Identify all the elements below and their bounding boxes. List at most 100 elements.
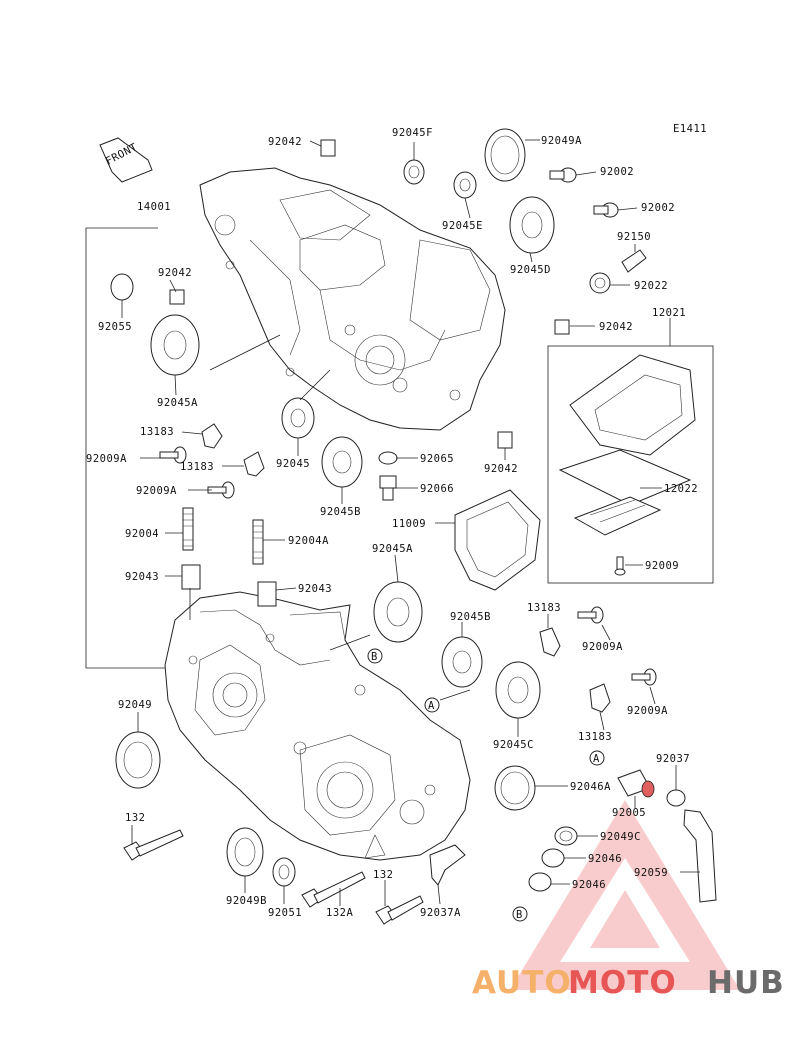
bearing-92045B-upper (321, 436, 363, 488)
bearing-92045C (495, 661, 541, 719)
bearing-92045A-upper (150, 314, 200, 376)
screw-92009A-c (577, 606, 604, 624)
clamp-92037A (429, 844, 466, 886)
seal-92049 (115, 731, 161, 789)
stud-92004A (252, 519, 264, 565)
screw-92002-b (593, 202, 619, 218)
gasket-11009 (454, 489, 541, 591)
plate-13183-b (243, 451, 265, 477)
label-92009A: 92009A (582, 641, 623, 653)
seal-92049C (554, 826, 578, 846)
label-92045D: 92045D (510, 264, 551, 276)
label-92042: 92042 (268, 136, 302, 148)
label-92045: 92045 (276, 458, 310, 470)
reed-valve-assembly (558, 354, 696, 536)
label-132: 132 (125, 812, 145, 824)
label-92037A: 92037A (420, 907, 461, 919)
label-92022: 92022 (634, 280, 668, 292)
plug-92066 (379, 475, 397, 501)
plate-13183-c (539, 627, 561, 657)
label-92049B: 92049B (226, 895, 267, 907)
label-92045F: 92045F (392, 127, 433, 139)
bearing-92045F (403, 159, 425, 185)
label-92049A: 92049A (541, 135, 582, 147)
bearing-92045B-lower (441, 636, 483, 688)
dowel-92043-b (257, 581, 277, 607)
label-92065: 92065 (420, 453, 454, 465)
svg-text:A: A (593, 753, 600, 765)
washer-92065 (378, 451, 398, 465)
label-92009A: 92009A (86, 453, 127, 465)
bolt-132-b (375, 895, 424, 925)
label-92045A: 92045A (372, 543, 413, 555)
label-13183: 13183 (180, 461, 214, 473)
label-92043: 92043 (298, 583, 332, 595)
dowel-92042-c (554, 319, 570, 335)
label-92045B: 92045B (320, 506, 361, 518)
dowel-92042-d (497, 431, 513, 449)
fitting-92150 (621, 249, 647, 273)
watermark-text: AUTO MOTO HUB (472, 965, 784, 1001)
label-13183: 13183 (140, 426, 174, 438)
label-13183: 13183 (527, 602, 561, 614)
dowel-92042-a (320, 139, 336, 157)
front-arrow-icon: FRONT (99, 137, 153, 183)
label-92042: 92042 (599, 321, 633, 333)
label-92002: 92002 (641, 202, 675, 214)
svg-text:B: B (516, 909, 523, 921)
clamp-92037 (666, 789, 686, 807)
label-92004A: 92004A (288, 535, 329, 547)
dowel-92042-b (169, 289, 185, 305)
figure-code: E1411 (673, 123, 707, 135)
screw-92002-a (549, 167, 577, 183)
bolt-132-a (123, 829, 184, 861)
label-12022: 12022 (664, 483, 698, 495)
watermark-logo (510, 800, 740, 990)
label-92037: 92037 (656, 753, 690, 765)
label-92005: 92005 (612, 807, 646, 819)
label-92046: 92046 (588, 853, 622, 865)
washer-92022 (589, 272, 611, 294)
svg-text:A: A (428, 700, 435, 712)
svg-text:B: B (371, 651, 378, 663)
label-11009: 11009 (392, 518, 426, 530)
callout-b-2: B (512, 906, 528, 922)
label-92009A: 92009A (136, 485, 177, 497)
plate-13183-d (589, 683, 611, 713)
label-92009: 92009 (645, 560, 679, 572)
seal-92046-b (528, 872, 552, 892)
seal-92051 (272, 857, 296, 887)
label-92009A: 92009A (627, 705, 668, 717)
label-92046A: 92046A (570, 781, 611, 793)
label-92045E: 92045E (442, 220, 483, 232)
label-92049C: 92049C (600, 831, 641, 843)
label-92045A: 92045A (157, 397, 198, 409)
label-92042: 92042 (484, 463, 518, 475)
callout-b-1: B (367, 648, 383, 664)
label-13183: 13183 (578, 731, 612, 743)
label-92004: 92004 (125, 528, 159, 540)
lower-crankcase-half (164, 591, 471, 861)
label-92066: 92066 (420, 483, 454, 495)
label-92042: 92042 (158, 267, 192, 279)
reed-valve-box (547, 345, 714, 584)
part-labels: 92042 92045F 92049A 92002 92002 92045E 1… (86, 127, 698, 919)
callout-a-1: A (424, 697, 440, 713)
label-92045C: 92045C (493, 739, 534, 751)
plate-13183-a (201, 423, 223, 449)
label-92046: 92046 (572, 879, 606, 891)
label-132: 132 (373, 869, 393, 881)
bearing-92045E (453, 171, 477, 199)
label-92150: 92150 (617, 231, 651, 243)
label-92059: 92059 (634, 867, 668, 879)
label-14001: 14001 (137, 201, 171, 213)
screw-92009A-a (159, 446, 187, 464)
bearing-92045A-lower (373, 581, 423, 643)
dowel-92043-a (181, 564, 201, 590)
label-92043: 92043 (125, 571, 159, 583)
seal-92049A (484, 128, 526, 182)
screw-92009 (614, 556, 626, 576)
bolt-132A (301, 871, 366, 908)
